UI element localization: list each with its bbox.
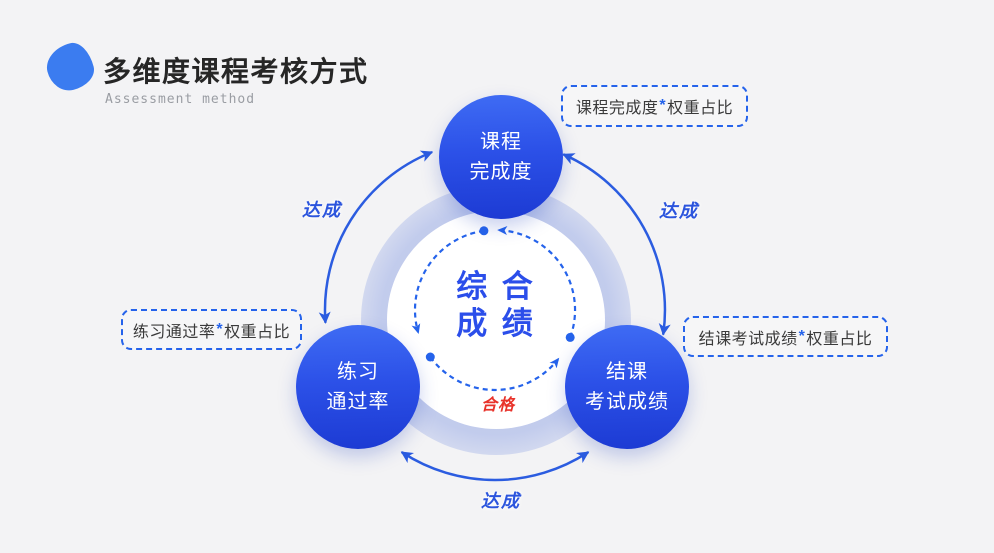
outer-cycle-arrows — [318, 150, 671, 482]
asterisk-icon: * — [216, 320, 224, 338]
achieve-label-right: 达成 — [659, 201, 699, 221]
node-course-completion-line2: 完成度 — [469, 161, 533, 183]
node-practice-pass-rate-line1: 练习 — [337, 361, 379, 383]
page-title: 多维度课程考核方式 — [103, 56, 369, 87]
tag-practice-pass-rate-text: 练习通过率 — [132, 323, 216, 341]
tag-practice-pass-rate-suffix: 权重占比 — [224, 323, 291, 341]
asterisk-icon: * — [798, 327, 806, 345]
inner-rotation-arrows — [411, 226, 577, 392]
inner-arc-left — [411, 229, 485, 335]
page-subtitle: Assessment method — [105, 92, 256, 107]
node-practice-pass-rate: 练习 通过率 — [296, 325, 420, 449]
achieve-label-bottom: 达成 — [481, 491, 521, 511]
inner-rotation-dots — [425, 226, 575, 362]
achieve-label-left: 达成 — [302, 200, 342, 220]
node-final-exam-score-line1: 结课 — [606, 361, 648, 383]
node-final-exam-score-line2: 考试成绩 — [585, 391, 669, 413]
tag-course-completion-text: 课程完成度 — [575, 100, 659, 117]
center-score-line1: 综 合 — [456, 269, 536, 304]
arc-course-to-exam — [562, 153, 671, 336]
dot-top — [479, 226, 489, 236]
center-score-label: 综 合成 绩 — [416, 268, 576, 342]
tag-final-exam-score-suffix: 权重占比 — [806, 330, 873, 348]
arc-exam-to-practice — [400, 451, 590, 482]
tag-course-completion-suffix: 权重占比 — [667, 100, 734, 117]
node-course-completion-line1: 课程 — [480, 131, 522, 153]
inner-arc-right — [497, 226, 577, 338]
node-practice-pass-rate-line2: 通过率 — [326, 391, 390, 413]
center-score-line2: 成 绩 — [456, 306, 536, 341]
tag-practice-pass-rate-weight: 练习通过率*权重占比 — [121, 309, 302, 350]
node-final-exam-score: 结课 考试成绩 — [565, 325, 689, 449]
tag-final-exam-score-weight: 结课考试成绩*权重占比 — [683, 316, 888, 357]
inner-arc-bottom — [429, 356, 560, 392]
tag-final-exam-score-text: 结课考试成绩 — [698, 330, 798, 348]
node-course-completion: 课程 完成度 — [439, 95, 563, 219]
arc-practice-to-course — [318, 150, 434, 324]
asterisk-icon: * — [659, 97, 667, 114]
dot-bottom-left — [425, 352, 435, 362]
tag-course-completion-weight: 课程完成度*权重占比 — [561, 85, 748, 127]
pass-status-label: 合格 — [480, 397, 516, 414]
dot-bottom-right — [565, 332, 575, 342]
